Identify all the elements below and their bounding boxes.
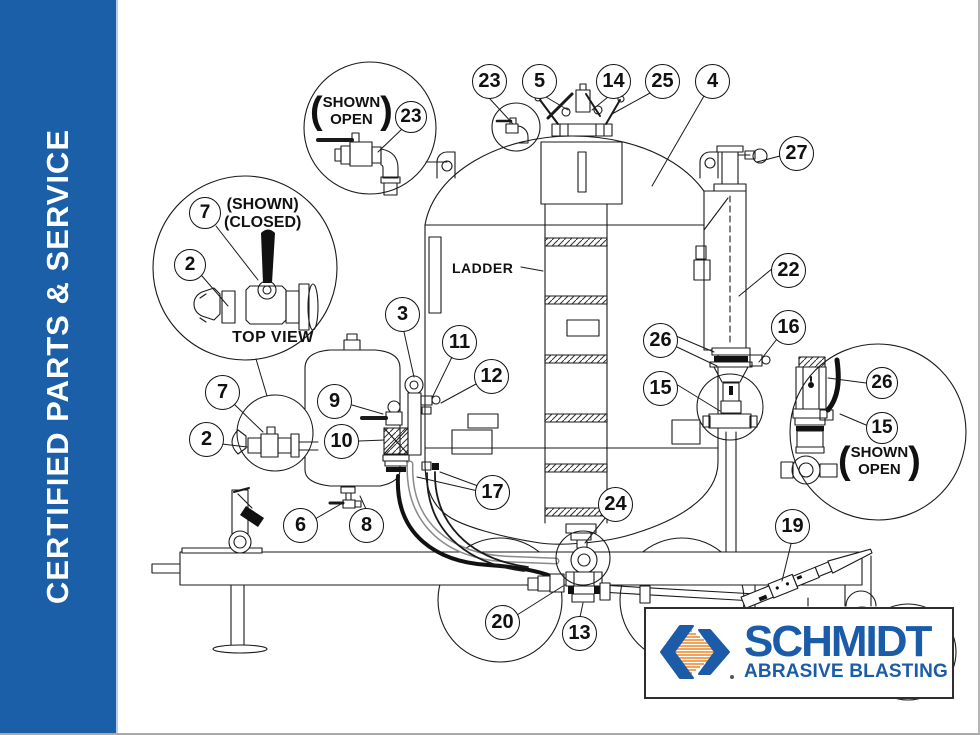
- callout-11: 11: [442, 325, 477, 360]
- lifting-lug-right: [699, 151, 719, 179]
- callout-15-inset: 15: [866, 412, 898, 444]
- schmidt-logo: SCHMIDT ABRASIVE BLASTING: [644, 607, 954, 699]
- shown-open-label-right: ( SHOWN OPEN ): [838, 440, 921, 482]
- callout-9: 9: [317, 384, 352, 419]
- paren-left: (: [838, 440, 851, 482]
- ladder-label: LADDER: [452, 260, 514, 276]
- logo-tagline: ABRASIVE BLASTING: [744, 661, 948, 683]
- callout-17: 17: [475, 475, 510, 510]
- shown-closed-label: (SHOWN) (CLOSED): [224, 196, 301, 231]
- callout-23: 23: [472, 64, 507, 99]
- callout-26-inset: 26: [866, 367, 898, 399]
- paren-right: ): [908, 440, 921, 482]
- callout-7: 7: [205, 375, 240, 410]
- callout-6: 6: [283, 508, 318, 543]
- callout-2-inset: 2: [174, 249, 206, 281]
- callout-12: 12: [474, 359, 509, 394]
- shown-word: SHOWN: [322, 94, 381, 111]
- shown-word: SHOWN: [850, 444, 909, 461]
- ladder: [540, 141, 623, 524]
- callout-8: 8: [349, 508, 384, 543]
- blast-nozzle: [740, 548, 873, 609]
- paren-left: (: [310, 90, 323, 132]
- pressure-vessel: [424, 135, 719, 545]
- dome-valve-detail: [491, 102, 541, 152]
- top-valve-assembly: [534, 83, 625, 137]
- wheel-left: [437, 537, 563, 663]
- top-view-label: TOP VIEW: [232, 329, 314, 346]
- muffler-valve: [696, 366, 764, 441]
- callout-13: 13: [562, 616, 597, 651]
- callout-5: 5: [522, 64, 557, 99]
- callout-16: 16: [771, 310, 806, 345]
- callout-23-inset: 23: [395, 101, 427, 133]
- paren-right: ): [380, 90, 393, 132]
- bottom-valve-assembly: [527, 530, 757, 604]
- hoses: [395, 460, 560, 580]
- callout-7-inset: 7: [189, 197, 221, 229]
- piping-assembly: [360, 375, 441, 472]
- shown-open-label-top: ( SHOWN OPEN ): [310, 90, 393, 132]
- inset-shown-open-top: [303, 61, 437, 196]
- schmidt-logo-icon: [660, 625, 734, 679]
- callout-4: 4: [695, 64, 730, 99]
- fill-valve-detail: [231, 394, 319, 472]
- jack-stand: [212, 487, 268, 654]
- open-word: OPEN: [858, 461, 901, 479]
- callout-20: 20: [485, 605, 520, 640]
- lifting-lug-left: [436, 151, 456, 179]
- logo-wordmark: SCHMIDT: [744, 616, 932, 666]
- callout-26: 26: [643, 323, 678, 358]
- leader-lines: [201, 92, 867, 618]
- callout-2: 2: [189, 422, 224, 457]
- callout-27: 27: [779, 136, 814, 171]
- callout-3: 3: [385, 297, 420, 332]
- callout-25: 25: [645, 64, 680, 99]
- shown-closed-line2: (CLOSED): [224, 213, 302, 231]
- sidebar-banner: CERTIFIED PARTS & SERVICE: [0, 0, 118, 733]
- open-word: OPEN: [330, 111, 373, 129]
- callout-15: 15: [643, 371, 678, 406]
- callout-14: 14: [596, 64, 631, 99]
- callout-24: 24: [598, 487, 633, 522]
- callout-19: 19: [775, 509, 810, 544]
- muffler: [693, 145, 771, 368]
- callout-22: 22: [771, 253, 806, 288]
- shown-closed-line1: (SHOWN): [226, 196, 299, 213]
- callout-10: 10: [324, 424, 359, 459]
